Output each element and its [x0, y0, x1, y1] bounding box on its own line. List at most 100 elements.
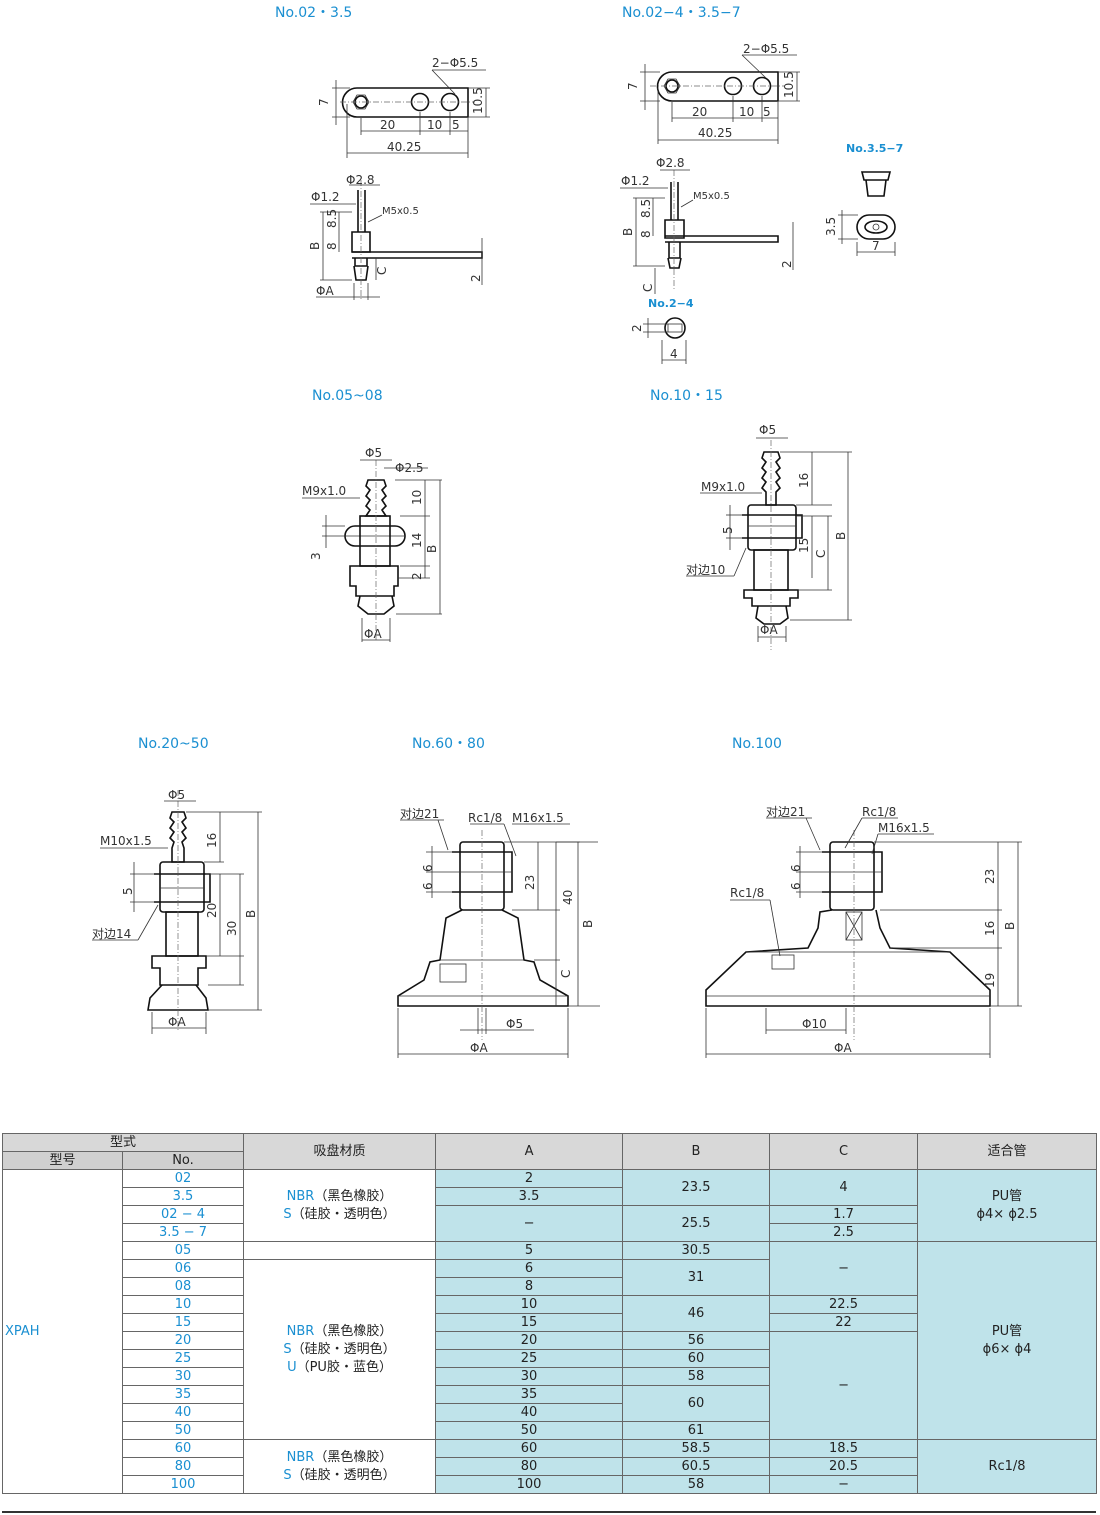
drawing-no60-80: No.60・80 对边21 Rc1/8 M16x1.5 6 6 23 40 B [397, 736, 600, 1058]
svg-text:M9x1.0: M9x1.0 [701, 480, 745, 494]
material-cell: NBR（黑色橡胶） S（硅胶・透明色） U（PU胶・蓝色） [243, 1259, 437, 1440]
svg-text:10: 10 [739, 105, 754, 119]
no-cell: 100 [121, 1475, 245, 1494]
svg-text:B: B [834, 532, 848, 540]
model-cell: XPAH [2, 1169, 123, 1494]
drawing-no02-35: No.02・3.5 2−Φ5.5 7 10.5 20 10 5 40.25 [275, 5, 490, 300]
drawing-title: No.20~50 [138, 736, 209, 752]
svg-text:7: 7 [317, 98, 331, 106]
svg-text:M5x0.5: M5x0.5 [382, 206, 419, 217]
svg-text:2: 2 [630, 324, 644, 332]
table-row: 60 NBR（黑色橡胶） S（硅胶・透明色） 60 58.5 18.5 Rc1/… [3, 1439, 1098, 1494]
drawing-no20-50: No.20~50 Φ5 M10x1.5 16 20 30 B 5 对边14 [92, 736, 262, 1034]
svg-text:ΦA: ΦA [316, 284, 334, 298]
svg-text:10.5: 10.5 [782, 71, 796, 98]
drawing-title: No.100 [732, 736, 782, 752]
svg-text:40.25: 40.25 [698, 126, 732, 140]
svg-text:6: 6 [421, 864, 435, 872]
a-cell: 80 [435, 1457, 624, 1476]
svg-text:20: 20 [205, 903, 219, 918]
no-cell: 60 [121, 1439, 245, 1458]
no-cell: 15 [121, 1313, 245, 1332]
a-cell: 10 [435, 1295, 624, 1314]
svg-text:19: 19 [983, 973, 997, 988]
svg-text:15: 15 [797, 538, 811, 553]
drawing-title: No.60・80 [412, 736, 485, 752]
c-cell: 22.5 [769, 1295, 919, 1314]
svg-text:Rc1/8: Rc1/8 [468, 811, 502, 825]
pipe-cell: Rc1/8 [917, 1439, 1098, 1494]
no-cell: 25 [121, 1349, 245, 1368]
svg-text:20: 20 [692, 105, 707, 119]
c-cell: − [769, 1241, 919, 1296]
a-cell: 15 [435, 1313, 624, 1332]
svg-text:10: 10 [410, 490, 424, 505]
no-cell: 50 [121, 1421, 245, 1440]
svg-text:C: C [641, 284, 655, 292]
a-cell: 35 [435, 1385, 624, 1404]
table-header-row: 型式 吸盘材质 A B C 适合管 [1, 1133, 1098, 1170]
svg-text:M16x1.5: M16x1.5 [512, 811, 564, 825]
material-cell: NBR（黑色橡胶） S（硅胶・透明色） [243, 1439, 437, 1494]
svg-text:Φ2.8: Φ2.8 [346, 173, 375, 187]
table-row: 3.5 3.5 [3, 1187, 1097, 1206]
b-cell: 31 [622, 1259, 771, 1296]
c-cell: 20.5 [769, 1457, 919, 1476]
b-cell: 56 [622, 1331, 771, 1350]
b-cell: 30.5 [622, 1241, 771, 1260]
no-cell: 3.5 [121, 1187, 245, 1206]
a-cell: 60 [435, 1439, 624, 1458]
drawing-title: No.10・15 [650, 388, 723, 404]
svg-text:20: 20 [380, 118, 395, 132]
table-row: 02 − 4 − 25.5 1.7 [3, 1205, 1097, 1242]
b-cell: 58 [622, 1475, 771, 1494]
svg-text:对边14: 对边14 [92, 927, 131, 941]
c-cell: − [769, 1331, 919, 1440]
svg-text:Rc1/8: Rc1/8 [730, 886, 764, 900]
svg-text:14: 14 [410, 533, 424, 548]
svg-text:5: 5 [763, 105, 771, 119]
a-cell: 3.5 [435, 1187, 624, 1206]
header-type: 型式 [1, 1133, 245, 1152]
b-cell: 60.5 [622, 1457, 771, 1476]
svg-text:Φ5: Φ5 [365, 446, 382, 460]
drawing-title: No.2−4 [648, 297, 694, 310]
a-cell: 25 [435, 1349, 624, 1368]
svg-text:8: 8 [325, 242, 339, 250]
svg-text:40: 40 [561, 890, 575, 905]
drawing-no05-08: No.05~08 Φ5 Φ2.5 M9x1.0 10 14 B 2 3 ΦA [302, 388, 442, 642]
a-cell: 2 [435, 1169, 624, 1188]
svg-text:2: 2 [780, 260, 794, 268]
svg-text:2−Φ5.5: 2−Φ5.5 [432, 56, 478, 70]
drawing-title: No.3.5−7 [846, 142, 903, 155]
svg-text:8: 8 [639, 230, 653, 238]
svg-text:Φ1.2: Φ1.2 [621, 174, 650, 188]
svg-text:Φ1.2: Φ1.2 [311, 190, 340, 204]
svg-text:Φ5: Φ5 [759, 423, 776, 437]
table-row: 15 15 22 [3, 1313, 1097, 1332]
b-cell: 58 [622, 1367, 771, 1386]
drawing-no02-4-35-7: No.02−4・3.5−7 2−Φ5.5 7 10.5 20 10 5 40.2… [620, 5, 800, 294]
b-cell: 60 [622, 1349, 771, 1368]
svg-text:Rc1/8: Rc1/8 [862, 805, 896, 819]
spec-table: 型式 吸盘材质 A B C 适合管 型号 No. XPAH 02 NBR（黑色橡… [1, 1133, 1098, 1494]
no-cell: 20 [121, 1331, 245, 1350]
svg-text:16: 16 [797, 473, 811, 488]
svg-text:B: B [621, 228, 635, 236]
drawing-no35-7: No.3.5−7 3.5 7 [824, 142, 903, 256]
svg-text:Φ10: Φ10 [802, 1017, 827, 1031]
no-cell: 35 [121, 1385, 245, 1404]
no-cell: 08 [121, 1277, 245, 1296]
drawing-no10-15: No.10・15 Φ5 M9x1.0 16 15 C B 5 对边10 [650, 388, 852, 650]
header-c: C [769, 1133, 919, 1170]
a-cell: 50 [435, 1421, 624, 1440]
svg-text:23: 23 [523, 875, 537, 890]
svg-text:23: 23 [983, 869, 997, 884]
no-cell: 3.5 − 7 [121, 1223, 245, 1242]
no-cell: 80 [121, 1457, 245, 1476]
svg-text:C: C [375, 267, 389, 275]
drawing-title: No.02−4・3.5−7 [622, 5, 741, 21]
svg-text:对边10: 对边10 [686, 563, 725, 577]
svg-text:16: 16 [983, 921, 997, 936]
